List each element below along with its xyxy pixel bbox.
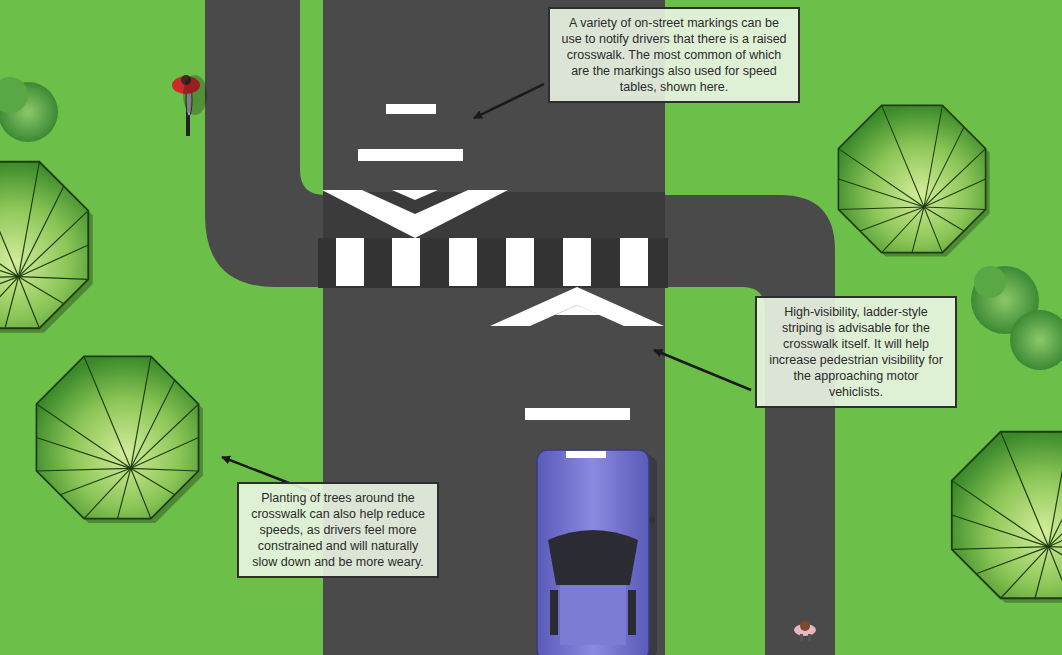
- car: [537, 450, 657, 655]
- callout-box: Planting of trees around the crosswalk c…: [237, 482, 439, 578]
- callout-box: High-visibility, ladder-style striping i…: [755, 296, 957, 408]
- cyclist: [172, 75, 207, 136]
- crosswalk-band: [318, 238, 668, 288]
- speed-table-markings-top: [322, 104, 508, 238]
- callout-box: A variety of on-street markings can be u…: [548, 7, 800, 103]
- tree: [838, 105, 989, 256]
- tree: [36, 356, 203, 523]
- ladder-stripes: [336, 238, 648, 286]
- side-road-left: [205, 0, 325, 287]
- tree: [0, 162, 93, 333]
- callout-text: Planting of trees around the crosswalk c…: [247, 490, 429, 570]
- speed-table-markings-bottom: [490, 287, 664, 460]
- leader-arrows: [222, 84, 751, 492]
- tree: [952, 432, 1062, 603]
- callout-text: A variety of on-street markings can be u…: [558, 15, 790, 95]
- pedestrian: [794, 621, 816, 642]
- callout-text: High-visibility, ladder-style striping i…: [765, 304, 947, 400]
- side-road-right: [660, 195, 835, 655]
